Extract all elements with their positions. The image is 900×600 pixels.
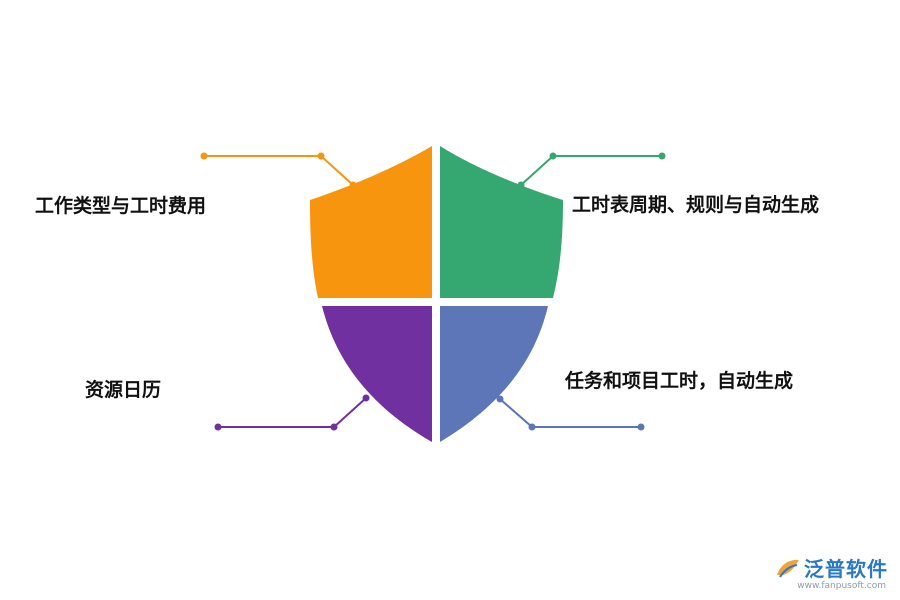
shield-quadrant-bottom-left [322,306,432,442]
connector-top-left [200,152,357,189]
logo-name: 泛普软件 [804,557,888,581]
connector-bottom-right [496,395,645,431]
shield-quadrant-bottom-right [440,306,548,442]
logo-url: www.fanpusoft.com [797,581,886,591]
connector-bottom-left [214,394,370,431]
brand-logo: 泛普软件 www.fanpusoft.com [775,553,888,591]
leaf-logo-icon [777,559,799,578]
label-timesheet-rules: 工时表周期、规则与自动生成 [572,194,820,216]
label-task-project-hours: 任务和项目工时，自动生成 [565,370,794,392]
label-resource-calendar: 资源日历 [85,379,162,401]
shield-quadrant-top-right [440,146,563,298]
label-work-type-cost: 工作类型与工时费用 [35,195,207,217]
shield-quadrant-top-left [310,146,432,298]
connector-top-right [517,152,666,189]
